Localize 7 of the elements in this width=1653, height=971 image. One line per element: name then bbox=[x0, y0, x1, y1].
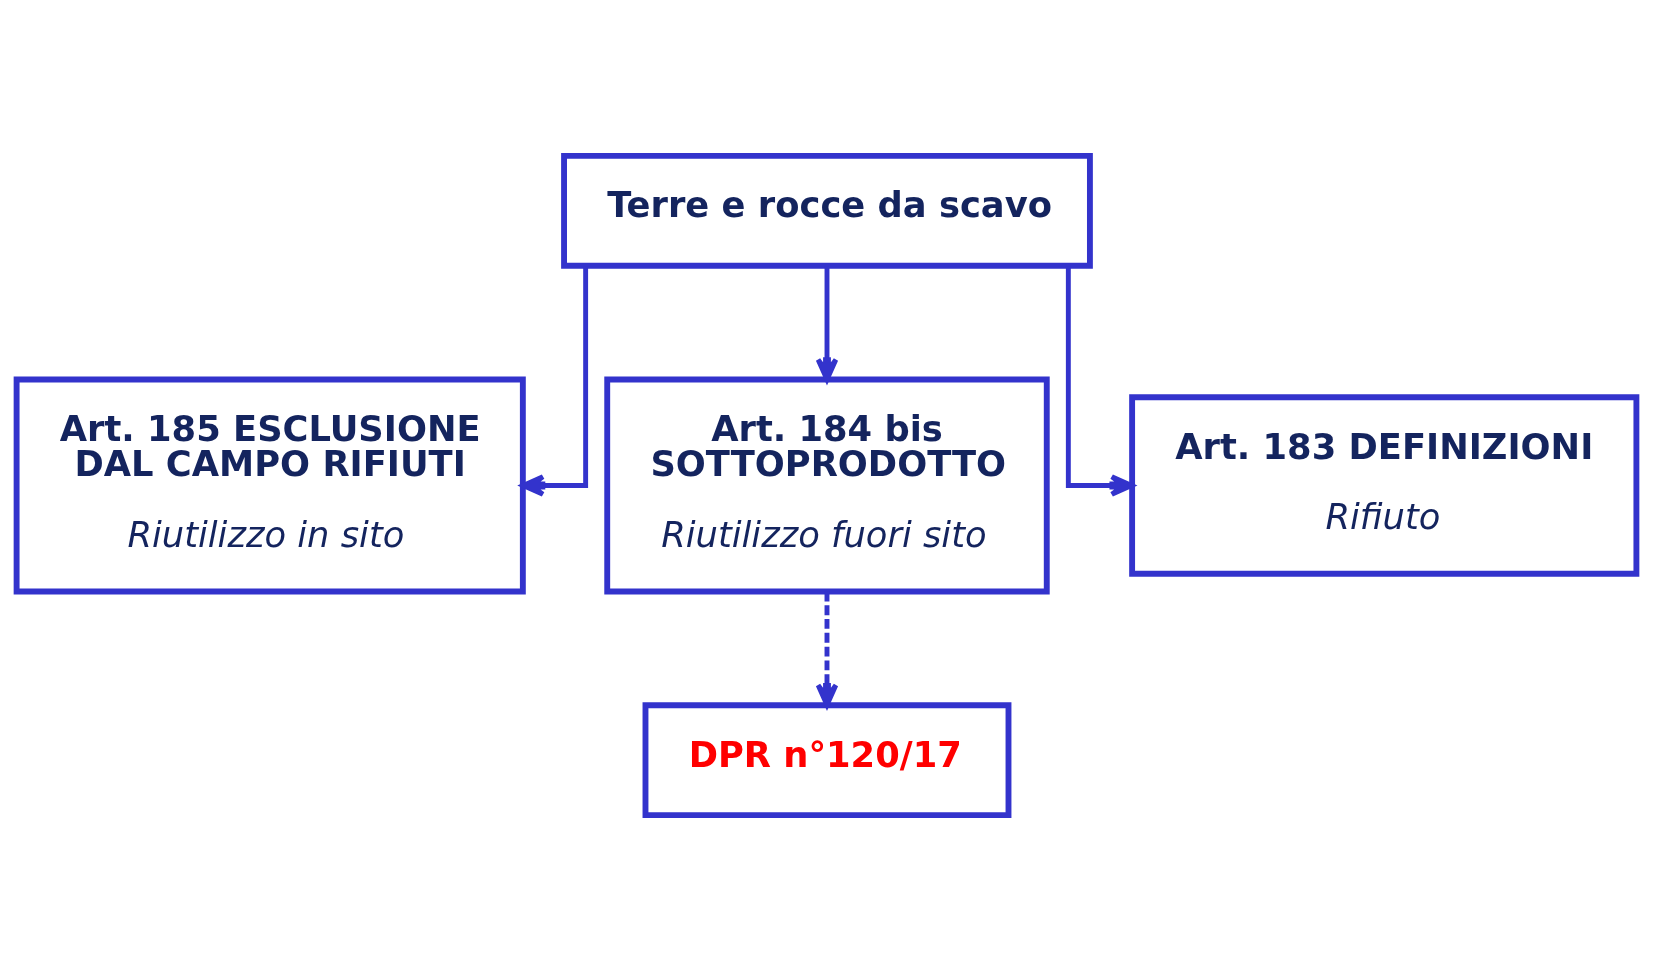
node-box: Art. 185 ESCLUSIONE DAL CAMPO RIFIUTI Riutilizzo in sito bbox=[13, 376, 526, 595]
node-box: Art. 183 DEFINIZIONI Rifiuto bbox=[1129, 394, 1640, 577]
node-box: Art. 184 bis SOTTOPRODOTTO Riutilizzo fuori sito bbox=[604, 376, 1050, 595]
arrow bbox=[520, 266, 589, 497]
arrow bbox=[815, 591, 839, 708]
node-box: DPR n°120/17 bbox=[642, 702, 1012, 819]
node-box: Terre e rocce da scavo bbox=[561, 152, 1093, 269]
